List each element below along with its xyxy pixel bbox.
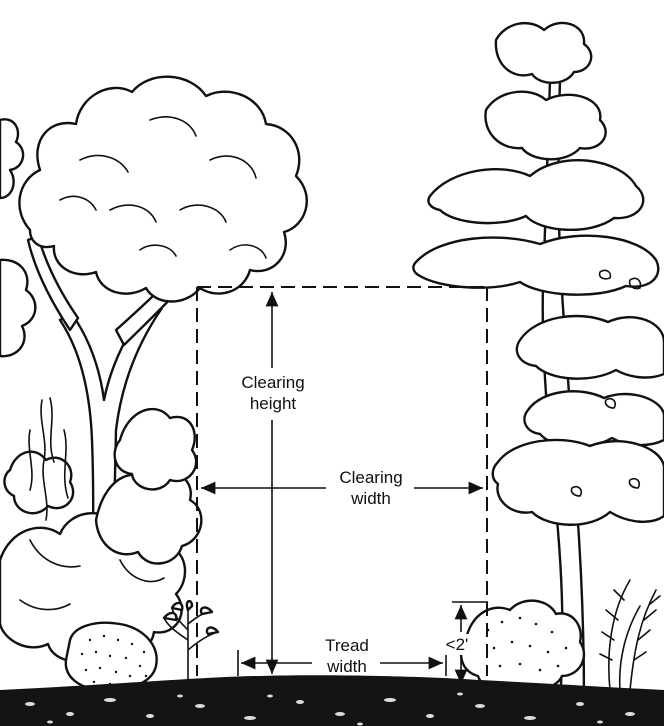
clearing-width-line-1: Clearing (333, 467, 409, 488)
clearing-height-line-2: height (236, 393, 310, 414)
clearing-height-line-1: Clearing (236, 372, 310, 393)
clearing-width-line-2: width (333, 488, 409, 509)
tread-width-label: Tread width (314, 635, 380, 677)
tread-width-line-2: width (317, 656, 377, 677)
fern (600, 580, 660, 690)
side-clearance-label: <2' (440, 634, 474, 655)
clearing-width-label: Clearing width (330, 467, 412, 509)
clearing-height-label: Clearing height (233, 372, 313, 414)
rock (66, 623, 157, 691)
tread-width-line-1: Tread (317, 635, 377, 656)
left-tree-canopy (19, 77, 306, 302)
